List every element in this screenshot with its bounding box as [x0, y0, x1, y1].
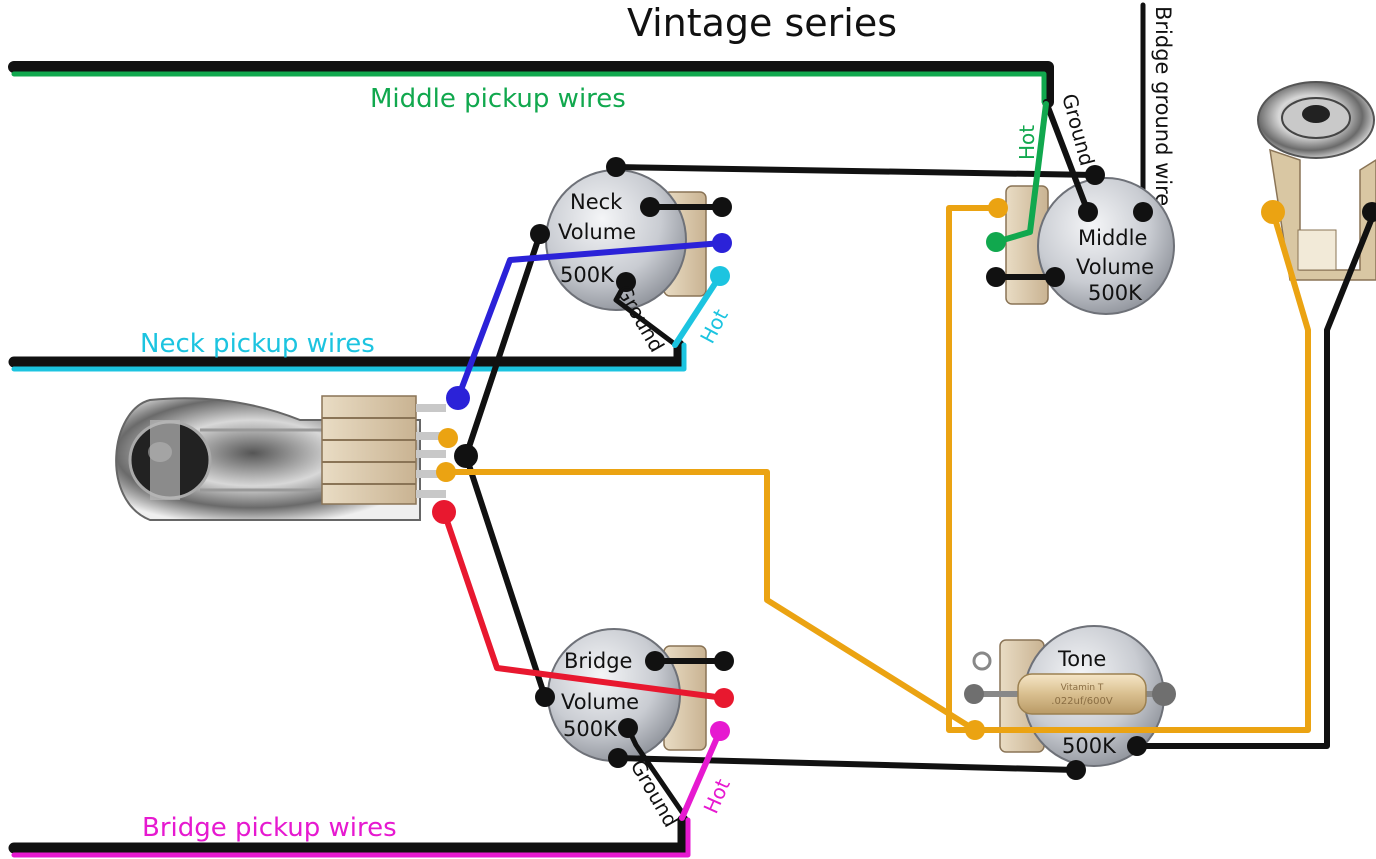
neck-volume-pot: Neck Volume 500K — [545, 169, 707, 311]
middle-pot-value: 500K — [1088, 281, 1143, 305]
tone-capacitor: Vitamin T .022uf/600V — [964, 673, 1176, 715]
neck-pickup-label: Neck pickup wires — [140, 329, 375, 359]
tone-pot-name: Tone — [1057, 647, 1106, 671]
neck-pot-name: Neck — [570, 190, 623, 214]
middle-hot-wire — [993, 101, 1049, 245]
bridge-hot-wire — [679, 728, 723, 821]
three-way-toggle-switch — [115, 395, 446, 521]
solder-points — [432, 157, 1376, 780]
bridge-pot-type: Volume — [561, 690, 639, 714]
neck-switch-lead — [455, 240, 725, 401]
neck-pot-value: 500K — [560, 263, 615, 287]
neck-pickup-bundle — [8, 339, 687, 372]
bridge-switch-lead — [441, 509, 727, 701]
bridge-pickup-label: Bridge pickup wires — [142, 813, 397, 843]
bridge-ground-label: Ground — [626, 756, 684, 832]
middle-pot-type: Volume — [1076, 255, 1154, 279]
bridge-ground-wire-label: Bridge ground wire — [1151, 6, 1175, 206]
middle-pickup-bundle — [8, 61, 1054, 108]
tone-pot-value: 500K — [1062, 734, 1117, 758]
output-jack — [1257, 81, 1376, 281]
bridge-pickup-bundle — [8, 814, 691, 858]
diagram-title: Vintage series — [627, 1, 897, 45]
neck-hot-wire — [672, 273, 723, 348]
middle-ground-label: Ground — [1057, 91, 1099, 168]
middle-pot-name: Middle — [1078, 226, 1147, 250]
bridge-pot-value: 500K — [563, 717, 618, 741]
middle-pickup-label: Middle pickup wires — [370, 84, 626, 114]
middle-hot-label: Hot — [1015, 125, 1039, 160]
bridge-pot-name: Bridge — [564, 649, 632, 673]
capacitor-rating: .022uf/600V — [1051, 696, 1113, 707]
signal-wires — [443, 205, 1311, 733]
neck-pot-type: Volume — [558, 220, 636, 244]
capacitor-brand: Vitamin T — [1061, 683, 1104, 693]
bridge-hot-label: Hot — [699, 775, 735, 817]
neck-hot-label: Hot — [695, 305, 733, 347]
